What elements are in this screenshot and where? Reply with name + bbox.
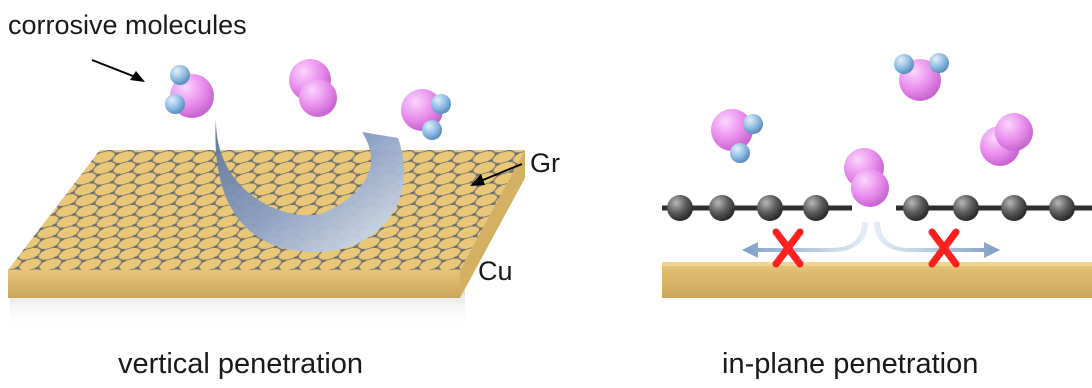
molecule-2: [289, 59, 337, 117]
corrosive-pointer-arrow: [91, 59, 145, 82]
right-panel: [662, 53, 1092, 298]
vertical-penetration-arrow: [215, 118, 405, 253]
blocked-x-right: [928, 228, 960, 268]
molecule-6: [844, 148, 889, 207]
gr-pointer-arrow: [470, 163, 523, 186]
graphene-label: Gr: [530, 148, 560, 178]
molecule-1: [165, 65, 214, 118]
flow-arrow-left: [742, 222, 868, 258]
flow-arrow-right: [874, 222, 1000, 258]
blocked-x-left: [772, 228, 804, 268]
molecule-7: [980, 113, 1033, 166]
vertical-penetration-caption: vertical penetration: [118, 348, 364, 380]
copper-substrate: [662, 262, 1092, 298]
molecule-4: [711, 109, 763, 163]
copper-slab-right: [460, 150, 525, 298]
copper-slab-front: [8, 270, 460, 298]
molecule-5: [894, 53, 949, 101]
graphene-chain-left: [662, 195, 852, 221]
left-panel: [8, 59, 525, 330]
graphene-chain-right: [896, 195, 1092, 221]
inplane-penetration-caption: in-plane penetration: [722, 348, 979, 380]
molecule-3: [401, 89, 451, 140]
corrosive-molecules-label: corrosive molecules: [8, 10, 247, 40]
copper-label: Cu: [478, 256, 513, 286]
